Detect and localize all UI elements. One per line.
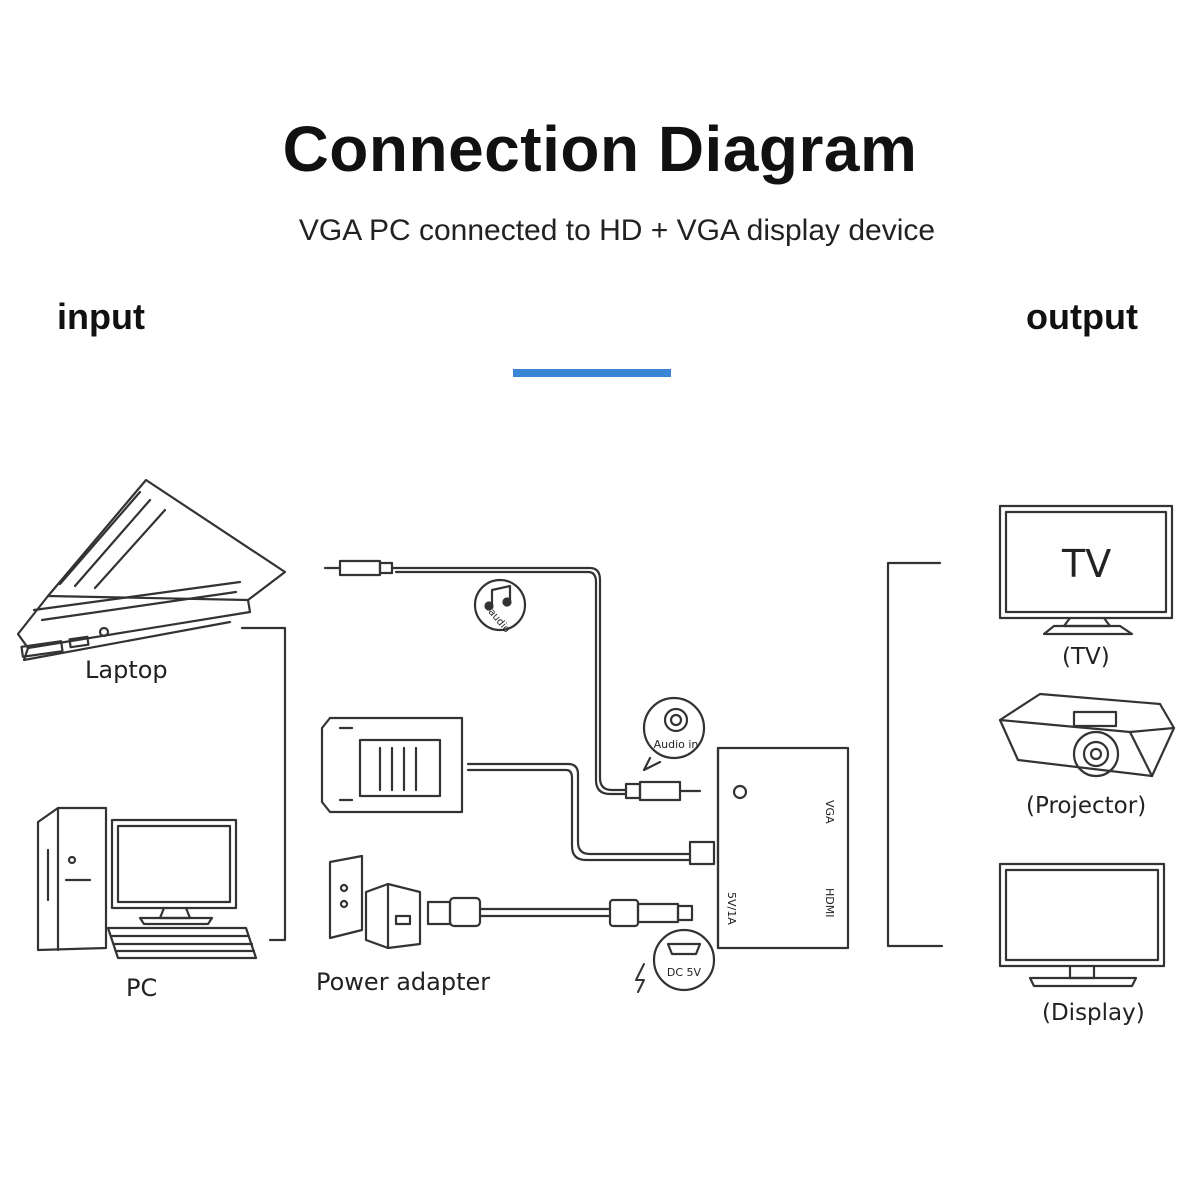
audio-jack-icon	[642, 696, 706, 772]
tv-label: (TV)	[1062, 644, 1110, 670]
lightning-icon	[635, 963, 645, 993]
usb-power-cable	[426, 896, 694, 928]
power-adapter-icon	[328, 854, 422, 950]
projector-label: (Projector)	[1026, 793, 1146, 819]
dc-badge-label: DC 5V	[667, 966, 702, 979]
power-port-label: 5V/1A	[725, 892, 738, 925]
audio-note-icon	[473, 578, 527, 632]
hdmi-port-label: HDMI	[823, 888, 836, 917]
input-label: input	[57, 296, 145, 337]
audio-cable	[323, 559, 702, 802]
power-adapter-label: Power adapter	[316, 968, 490, 996]
tv-icon	[998, 504, 1174, 636]
display-icon	[998, 862, 1166, 988]
laptop-label: Laptop	[85, 656, 168, 684]
diagram-subtitle: VGA PC connected to HD + VGA display dev…	[298, 214, 936, 247]
audio-in-badge-label: Audio in	[654, 738, 699, 751]
output-label: output	[1026, 296, 1138, 337]
diagram-title: Connection Diagram	[282, 113, 918, 185]
output-bracket	[886, 561, 944, 948]
input-bracket	[240, 626, 287, 942]
projector-icon	[998, 692, 1176, 778]
vga-cable	[320, 716, 716, 866]
display-label: (Display)	[1042, 1000, 1145, 1026]
converter-box	[716, 746, 850, 950]
tv-screen-text: TV	[1061, 542, 1111, 586]
pc-icon	[36, 806, 258, 960]
pc-label: PC	[126, 974, 157, 1002]
vga-port-label: VGA	[823, 800, 836, 824]
accent-divider	[513, 369, 671, 377]
dc-port-icon	[652, 928, 716, 992]
laptop-icon	[16, 478, 287, 662]
